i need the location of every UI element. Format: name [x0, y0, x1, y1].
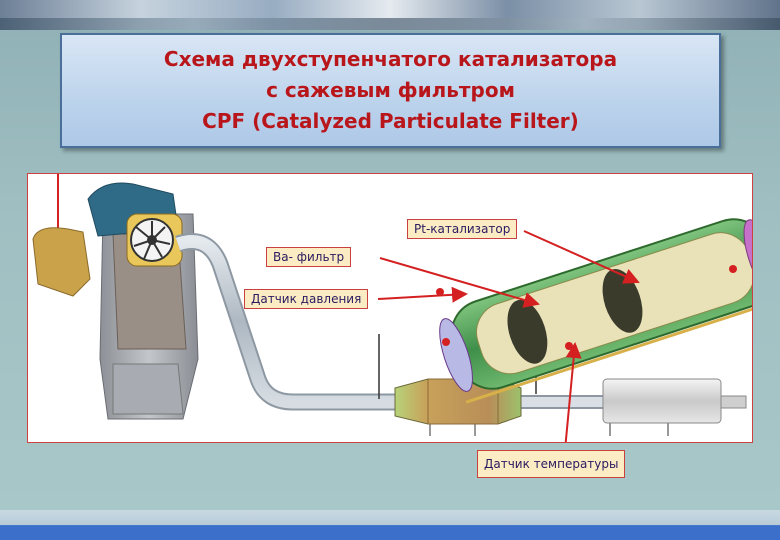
muffler — [602, 378, 747, 424]
title-line-2: с сажевым фильтром — [266, 78, 515, 102]
title-line-3: CPF (Catalyzed Particulate Filter) — [202, 109, 579, 133]
pre-catalyst — [394, 378, 522, 425]
title-box: Схема двухступенчатого катализатора с са… — [60, 33, 721, 148]
label-ba-filter: Ba- фильтр — [266, 247, 352, 267]
turbocharger — [126, 213, 183, 267]
diagram-panel — [27, 173, 753, 443]
label-temperature-sensor: Датчик температуры — [477, 450, 626, 478]
bottom-bar — [0, 510, 780, 540]
header-background-image — [0, 0, 780, 30]
label-pt-catalyst: Pt-катализатор — [407, 219, 518, 239]
label-pressure-sensor: Датчик давления — [244, 289, 369, 309]
cpf-filter — [439, 218, 752, 404]
callout-arrows — [377, 230, 640, 442]
title-line-1: Схема двухступенчатого катализатора — [163, 47, 618, 71]
exhaust-system-illustration — [32, 174, 752, 442]
